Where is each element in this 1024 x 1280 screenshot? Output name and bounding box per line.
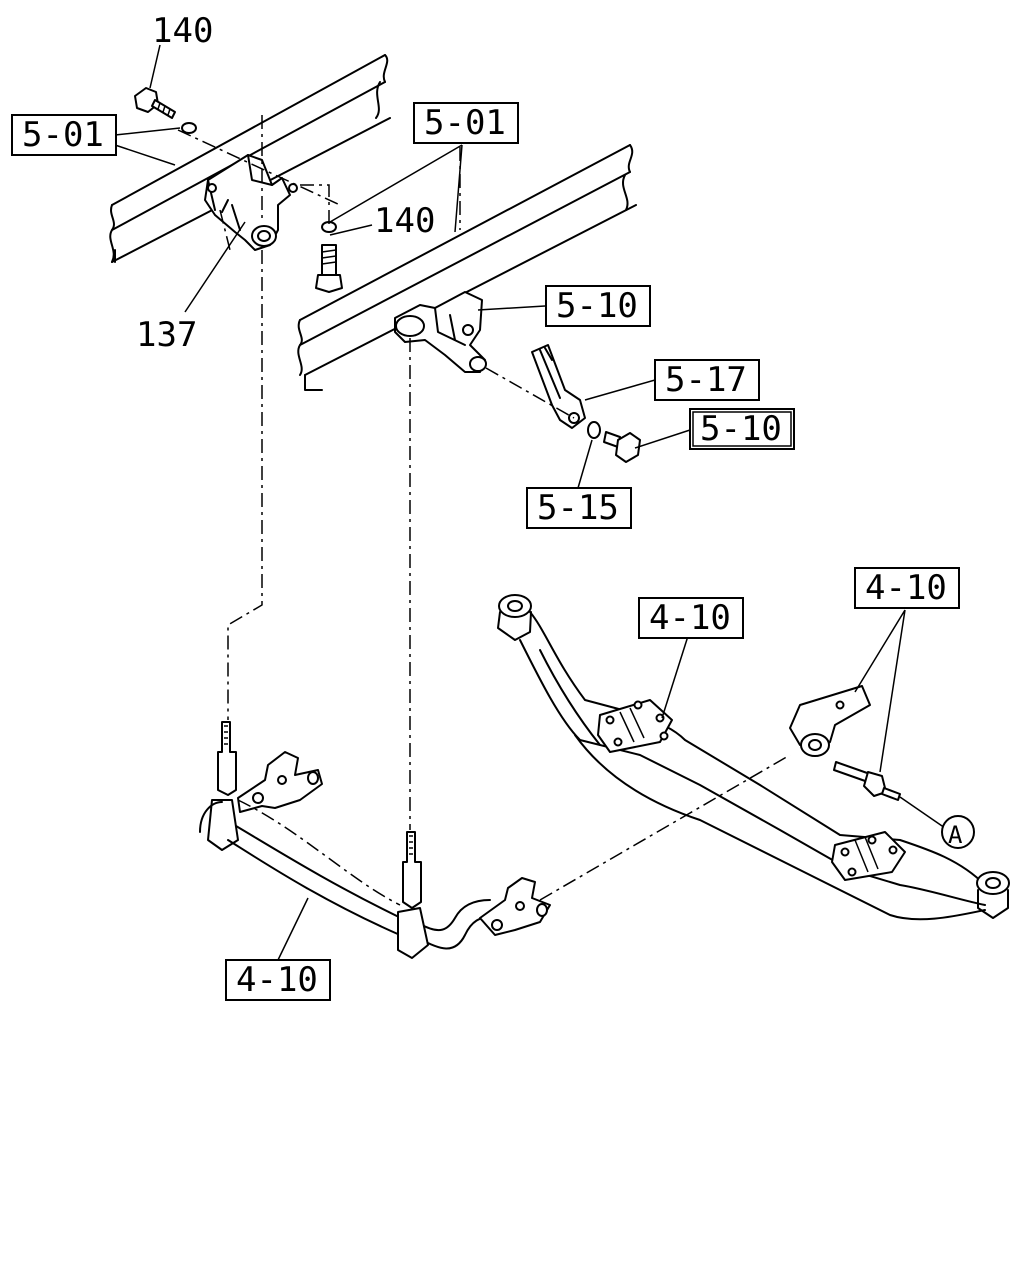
box-5-10-bolt (689, 408, 795, 450)
shackle-5-17-shape (531, 344, 586, 429)
bracket-137-shape (204, 154, 298, 251)
label-4-10-pin: 4-10 (865, 568, 947, 608)
label-ref-a: A (948, 821, 963, 849)
label-5-17: 5-17 (665, 360, 747, 400)
box-5-10-bolt-inner (692, 411, 792, 447)
label-4-10-stabilizer: 4-10 (236, 960, 318, 1000)
label-5-15: 5-15 (537, 488, 619, 528)
label-4-10-axle: 4-10 (649, 598, 731, 638)
box-5-01-right (413, 102, 519, 144)
spring-bracket-shape (789, 685, 946, 829)
label-5-01-right: 5-01 (424, 103, 506, 143)
label-5-10-bracket: 5-10 (556, 286, 638, 326)
box-4-10-stabilizer (225, 959, 331, 1001)
bracket-5-10-shape (394, 291, 487, 373)
stabilizer-bar-shape (199, 721, 551, 959)
bolt-140-top-shape (134, 87, 197, 134)
box-5-01-left (11, 114, 117, 156)
label-5-10-bolt: 5-10 (700, 409, 782, 449)
front-axle-shape (497, 594, 1010, 921)
frame-rail-right (297, 144, 637, 391)
label-5-01-left: 5-01 (22, 115, 104, 155)
label-137: 137 (136, 315, 197, 355)
box-4-10-pin (854, 567, 960, 609)
box-5-10-bracket (545, 285, 651, 327)
box-5-17 (654, 359, 760, 401)
bolt-5-10-shape (587, 421, 641, 463)
box-5-15 (526, 487, 632, 529)
leader-lines (114, 44, 906, 961)
label-140-top: 140 (152, 11, 213, 51)
label-140-mid: 140 (374, 201, 435, 241)
box-4-10-axle (638, 597, 744, 639)
ref-a-circle (941, 815, 975, 849)
